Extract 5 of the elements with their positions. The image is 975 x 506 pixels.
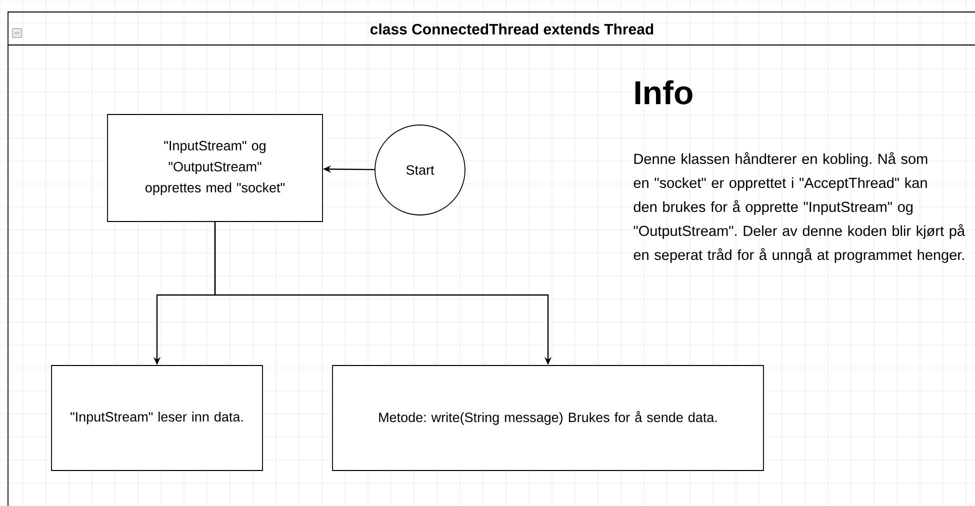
process-box: Metode: write(String message) Brukes for å sende data. [332, 365, 764, 471]
process-box: "InputStream" leser inn data. [51, 365, 263, 471]
info-paragraph: Denne klassen håndterer en kobling. Nå som en "socket" er opprettet i "AcceptThread" kan den brukes for å opprette "InputStream" og "OutputStream". Deler av denne koden blir kjørt på en seperat tråd for å unngå at programmet henger. [634, 152, 965, 263]
info-heading: Info [635, 80, 692, 104]
process-box: "InputStream" og "OutputStream" opprettes med "socket" [107, 114, 323, 222]
